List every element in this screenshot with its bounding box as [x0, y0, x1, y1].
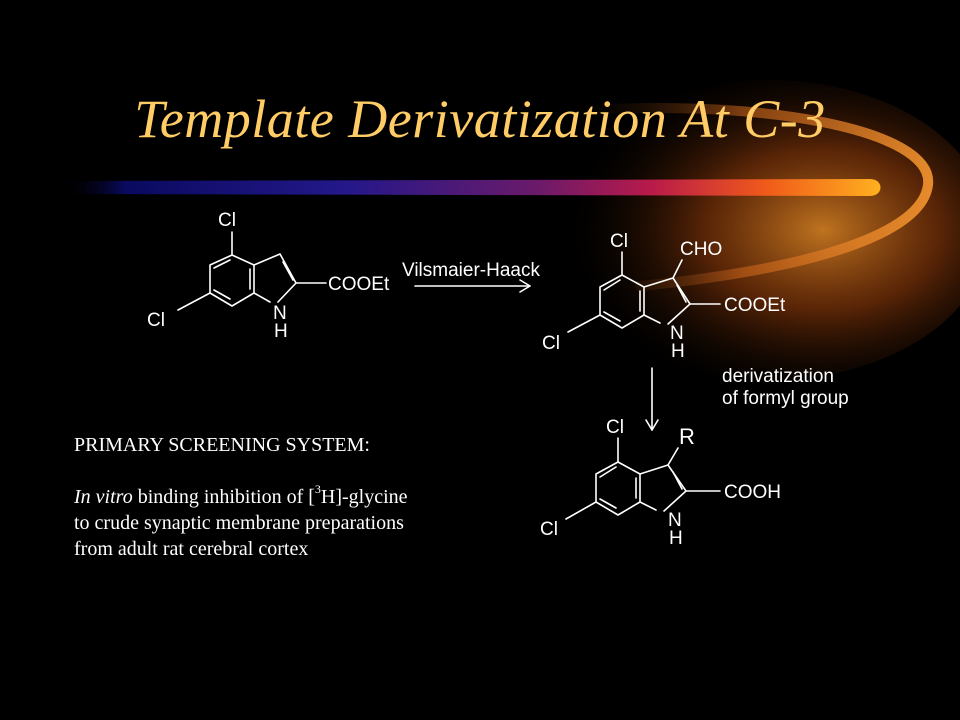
reagent-label: Vilsmaier-Haack — [402, 260, 540, 281]
c3-cl-left: Cl — [540, 519, 558, 540]
c1-cl-left: Cl — [147, 310, 165, 331]
c1-cl-top: Cl — [218, 210, 236, 231]
slide-title: Template Derivatization At C-3 — [134, 89, 826, 149]
compound-3-structure — [565, 437, 721, 520]
orange-arc — [555, 103, 934, 291]
orange-glow — [550, 80, 960, 380]
c3-acid-label: COOH — [724, 482, 781, 503]
derivatization-label-line1: derivatization — [722, 366, 834, 387]
c2-aldehyde-label: CHO — [680, 239, 722, 260]
c1-hydrogen: H — [274, 321, 288, 342]
line1-part-a: binding inhibition of [ — [132, 486, 315, 508]
gradient-band — [60, 179, 881, 196]
screening-heading: PRIMARY SCREENING SYSTEM: — [74, 434, 370, 456]
c2-cl-top: Cl — [610, 231, 628, 252]
compound-2-structure — [567, 251, 721, 333]
screening-system-text: PRIMARY SCREENING SYSTEM: In vitro bindi… — [74, 432, 544, 562]
c1-ester-label: COOEt — [328, 274, 390, 295]
screening-line-1: In vitro binding inhibition of [3H]-glyc… — [74, 482, 544, 510]
c1-nitrogen: N — [273, 303, 287, 324]
c2-ester-label: COOEt — [724, 295, 786, 316]
screening-line-2: to crude synaptic membrane preparations — [74, 512, 404, 534]
line1-part-b: H]-glycine — [320, 486, 408, 508]
c3-hydrogen: H — [669, 528, 683, 549]
screening-line-3: from adult rat cerebral cortex — [74, 538, 309, 560]
c2-hydrogen: H — [671, 341, 685, 362]
c3-r-group: R — [679, 424, 695, 449]
spacer — [74, 458, 544, 484]
compound-1-structure — [177, 231, 327, 311]
derivatization-label-line2: of formyl group — [722, 388, 849, 409]
c2-nitrogen: N — [670, 323, 684, 344]
reaction-arrow-1 — [414, 279, 531, 293]
c2-cl-left: Cl — [542, 333, 560, 354]
reaction-arrow-2 — [645, 367, 659, 431]
c3-cl-top: Cl — [606, 417, 624, 438]
in-vitro-text: In vitro — [74, 486, 133, 508]
c3-nitrogen: N — [668, 510, 682, 531]
isotope-superscript: 3 — [314, 482, 321, 497]
